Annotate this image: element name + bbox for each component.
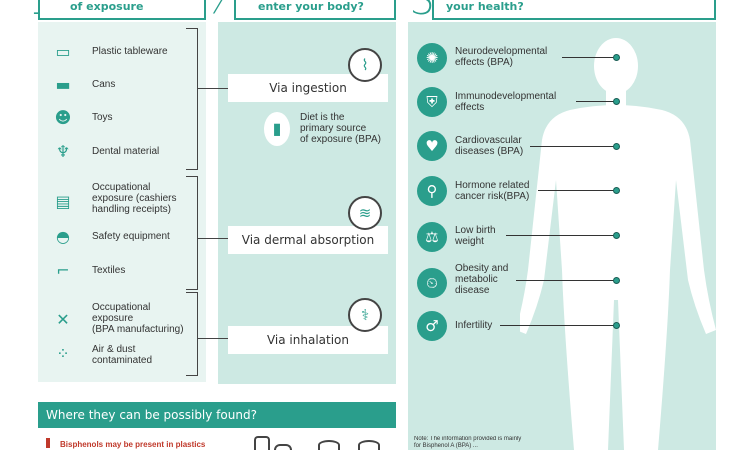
effect-label: Low birth weight <box>455 225 496 247</box>
digestion-icon: ⌇ <box>348 48 382 82</box>
header-source: of exposure <box>70 0 144 13</box>
effect-dot <box>613 98 620 105</box>
tools-icon: ✕ <box>56 309 70 329</box>
sources-panel <box>38 22 206 382</box>
tooth-icon: ♆ <box>55 141 71 161</box>
effect-line <box>576 101 616 102</box>
weight-scale-icon: ⏲ <box>417 268 447 298</box>
effect-dot <box>613 143 620 150</box>
lungs-icon: ⚕ <box>348 298 382 332</box>
source-item: ◓ Safety equipment <box>52 225 170 247</box>
effect-dot <box>613 54 620 61</box>
source-label: Cans <box>92 79 116 90</box>
baby-scale-icon: ⚖ <box>417 222 447 252</box>
dust-icon: ⁘ <box>56 343 70 363</box>
effect-dot <box>613 277 620 284</box>
effect-dot <box>613 187 620 194</box>
source-label: Dental material <box>92 146 160 157</box>
lid-icon <box>318 440 340 450</box>
neuron-icon: ✺ <box>417 43 447 73</box>
source-label: Toys <box>92 112 113 123</box>
source-item: ☻ Toys <box>52 106 113 128</box>
sperm-icon: ♂ <box>417 311 447 341</box>
helmet-icon: ◓ <box>56 226 70 246</box>
ingestion-note-text: Diet is the primary source of exposure (… <box>300 112 381 145</box>
source-label: Textiles <box>92 265 126 276</box>
effect-line <box>506 235 616 236</box>
connector-ingestion <box>198 88 228 89</box>
bracket-dermal <box>186 176 198 290</box>
footnote: Note: The information provided is mainly… <box>414 436 522 449</box>
source-item: ▤ Occupational exposure (cashiers handli… <box>52 182 176 215</box>
connector-inhalation <box>198 338 228 339</box>
source-item: ▬ Cans <box>52 73 115 95</box>
effect-label: Neurodevelopmental effects (BPA) <box>455 46 548 68</box>
can-icon: ▬ <box>55 74 71 94</box>
connector-dermal <box>198 238 228 239</box>
source-item: ⌐ Textiles <box>52 259 125 281</box>
found-warning-text: Bisphenols may be present in plastics <box>60 440 206 449</box>
effect-dot <box>613 322 620 329</box>
lid-icon <box>358 440 380 450</box>
effect-line <box>538 190 616 191</box>
effect-line <box>530 146 616 147</box>
effect-label: Immunodevelopmental effects <box>455 91 557 113</box>
source-label: Plastic tableware <box>92 46 168 57</box>
source-item: ▭ Plastic tableware <box>52 40 167 62</box>
header-route: enter your body? <box>258 0 364 13</box>
sock-icon: ⌐ <box>56 260 70 280</box>
effect-label: Obesity and metabolic disease <box>455 263 509 296</box>
step-number-2: ⁄ <box>218 0 224 21</box>
effect-label: Cardiovascular diseases (BPA) <box>455 135 524 157</box>
ribbon-icon: ⚲ <box>417 176 447 206</box>
effect-line <box>500 325 616 326</box>
effect-label: Infertility <box>455 320 493 331</box>
source-label: Occupational exposure (cashiers handling… <box>92 182 177 215</box>
bracket-inhalation <box>186 292 198 376</box>
receipt-icon: ▤ <box>55 191 71 211</box>
step-number-3: 3 <box>410 0 436 24</box>
source-item: ✕ Occupational exposure (BPA manufacturi… <box>52 302 183 335</box>
route-dermal: Via dermal absorption <box>228 226 388 254</box>
bracket-ingestion <box>186 28 198 170</box>
bottle-icon: ▮ <box>264 112 290 146</box>
effect-line <box>516 280 616 281</box>
teddy-bear-icon: ☻ <box>54 107 72 127</box>
skin-icon: ≋ <box>348 196 382 230</box>
container-icon <box>274 444 292 450</box>
header-box-1 <box>38 0 206 20</box>
source-label: Air & dust contaminated <box>92 344 153 366</box>
source-item: ♆ Dental material <box>52 140 159 162</box>
bottle-icon <box>254 436 270 450</box>
effect-label: Hormone related cancer risk(BPA) <box>455 180 530 202</box>
shield-icon: ⛨ <box>417 87 447 117</box>
source-item: ⁘ Air & dust contaminated <box>52 342 152 367</box>
source-label: Occupational exposure (BPA manufacturing… <box>92 302 184 335</box>
tableware-icon: ▭ <box>55 41 71 61</box>
effect-line <box>562 57 616 58</box>
warning-icon <box>46 438 50 448</box>
header-effects: your health? <box>446 0 524 13</box>
route-inhalation: Via inhalation <box>228 326 388 354</box>
heart-icon: ♥ <box>417 131 447 161</box>
found-section-title: Where they can be possibly found? <box>38 402 396 428</box>
source-label: Safety equipment <box>92 231 170 242</box>
header-box-2 <box>234 0 396 20</box>
effect-dot <box>613 232 620 239</box>
header-box-3 <box>432 0 716 20</box>
